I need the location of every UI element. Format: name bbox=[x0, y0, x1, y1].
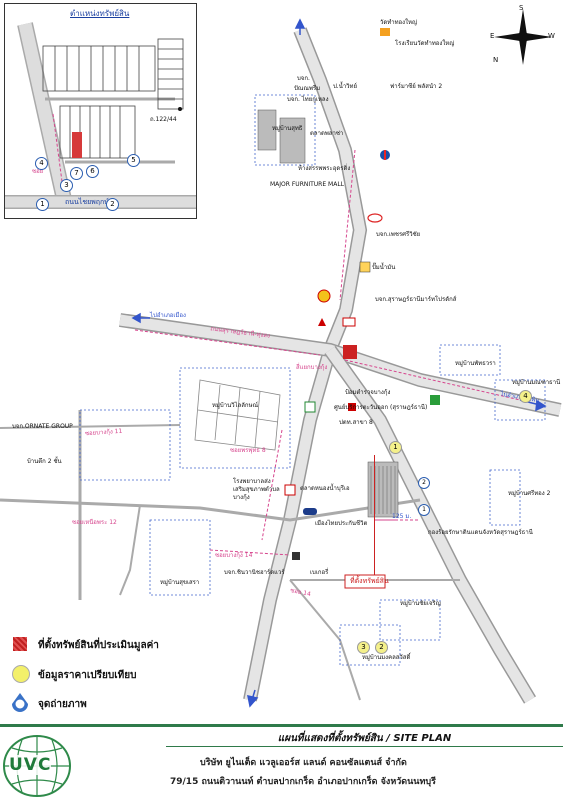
legend-comparable-swatch bbox=[12, 665, 30, 683]
legend-item-comparable: ข้อมูลราคาเปรียบเทียบ bbox=[38, 670, 137, 681]
label-ptt: ปตท.สาขา 8 bbox=[339, 419, 373, 426]
label-distance: 125 ม. bbox=[392, 513, 412, 520]
label-village-right-b: หมู่บ้านศรีทอง 2 bbox=[508, 490, 551, 497]
inset-photo-marker-4: 4 bbox=[35, 157, 48, 170]
label-village-b-center: หมู่บ้านมงคลสวัสดิ์ bbox=[362, 654, 411, 661]
label-school-bk: โรงพยาบาลส่งเสริมสุขภาพตำบลบางกุ้ง bbox=[233, 478, 280, 501]
label-supra-co: บจก.สุราษฎร์ธานีมาร์ทโปรดักส์ bbox=[375, 296, 457, 303]
label-village-right-top: หมู่บ้านพัทธวรา bbox=[455, 360, 496, 367]
label-ornate: บจก.ORNATE GROUP bbox=[12, 423, 73, 430]
label-to-left: ไปอำเภอเมือง bbox=[150, 312, 186, 319]
comparable-marker-2: 2 bbox=[375, 641, 388, 654]
comparable-marker-1: 1 bbox=[389, 441, 402, 454]
comparable-marker-3: 3 bbox=[357, 641, 370, 654]
site-plan-footer: แผนที่แสดงที่ตั้งทรัพย์สิน / SITE PLAN U… bbox=[0, 724, 563, 800]
label-company-top: บจก. bbox=[297, 75, 310, 82]
label-soi-mid: ซอยเหนือพระ 12 bbox=[72, 519, 117, 526]
label-village-right-mid: หมู่บ้านมณฑาธานี bbox=[512, 379, 561, 386]
inset-title: ตำแหน่งทรัพย์สิน bbox=[70, 9, 130, 18]
inset-soi-label: ซอย bbox=[32, 168, 44, 175]
compass-rose: N S E W bbox=[490, 5, 556, 69]
compass-s: S bbox=[519, 4, 524, 12]
location-inset-map: ตำแหน่งทรัพย์สิน ถ.122/44 ถนนไชยพฤกษ์ ซอ… bbox=[4, 3, 197, 219]
site-map bbox=[0, 18, 562, 708]
label-company-top3: บจก. ไทยกูเหลง bbox=[287, 96, 329, 103]
compass-e: E bbox=[490, 32, 495, 40]
photo-point-marker-1: 1 bbox=[418, 504, 430, 516]
label-ford: เมืองไทยประกันชีวิต bbox=[315, 520, 368, 527]
label-village-b-right: หมู่บ้านชัยเจริญ bbox=[400, 600, 441, 607]
label-wat-thong-yai: วัดทำทองใหญ่ bbox=[380, 19, 418, 26]
label-police-bk: ป้อมตำรวจบางกุ้ง bbox=[345, 389, 391, 396]
legend-item-property: ที่ตั้งทรัพย์สินที่ประเมินมูลค่า bbox=[38, 640, 159, 651]
photo-point-marker-2: 2 bbox=[418, 477, 430, 489]
label-intersection: สี่แยกบางกุ้ง bbox=[296, 364, 328, 371]
inset-lot-label: ถ.122/44 bbox=[150, 116, 177, 123]
comparable-marker-4: 4 bbox=[519, 390, 532, 403]
footer-top-rule bbox=[0, 724, 563, 727]
inset-map-drawing bbox=[5, 22, 196, 209]
label-market-plaza: ตลาดพลาซ่า bbox=[310, 130, 344, 137]
legend-photo-swatch bbox=[11, 692, 29, 712]
compass-n: N bbox=[493, 56, 499, 64]
label-police-right: กองร้อยรักษาดินแดนจังหวัดสุราษฎร์ธานี bbox=[428, 529, 533, 536]
inset-photo-marker-3: 3 bbox=[60, 179, 73, 192]
label-pharmacy: ฟาร์มาซีย์ พลัสนำ 2 bbox=[390, 83, 443, 90]
label-major-mall: MAJOR FURNITURE MALL bbox=[270, 181, 345, 188]
label-village-bottom-left: หมู่บ้านสุขเสรา bbox=[160, 579, 200, 586]
compass-icon bbox=[494, 9, 552, 65]
label-co-bottom: บจก.ชินวานิชฮาร์ดแวร์ bbox=[224, 569, 285, 576]
label-pn: ป.น้ำวิทย์ bbox=[333, 83, 358, 90]
label-village-tophouse: หมู่บ้านสุทธิ bbox=[272, 125, 303, 132]
inset-photo-marker-5: 5 bbox=[127, 154, 140, 167]
label-esso-co: บจก.เพชรศรีวิชัย bbox=[376, 231, 421, 238]
legend-property-swatch bbox=[13, 637, 27, 651]
label-gas-pump: ปั๊มน้ำมัน bbox=[372, 264, 396, 271]
photo-point-icon bbox=[12, 693, 28, 712]
compass-w: W bbox=[548, 32, 555, 40]
legend-item-photo: จุดถ่ายภาพ bbox=[38, 699, 87, 710]
inset-photo-marker-1: 1 bbox=[36, 198, 49, 211]
label-village-left: หมู่บ้านวิไลลักษณ์ bbox=[212, 402, 259, 409]
label-soi-center: ซอยบางกุ้ง 14 bbox=[215, 552, 253, 559]
label-service-center: ศูนย์บริการตะวันออก (สุราษฎร์ธานี) bbox=[334, 404, 428, 411]
label-school-wat: โรงเรียนวัดทำทองใหญ่ bbox=[395, 40, 455, 47]
inset-road-label: ถนนไชยพฤกษ์ bbox=[65, 198, 109, 206]
uvc-logo-text: UVC bbox=[9, 755, 52, 775]
inset-photo-marker-7: 7 bbox=[70, 167, 83, 180]
label-company-top2: ปัณณพรีม bbox=[294, 85, 321, 92]
label-house2: บ้านตึก 2 ชั้น bbox=[27, 458, 62, 465]
label-soi-map: ซอยพรพุทธ 8 bbox=[230, 447, 266, 454]
uvc-logo: UVC bbox=[2, 734, 72, 798]
label-mall-small: ห้างสรรพพระอุดรดิ่ง bbox=[298, 165, 351, 172]
inset-photo-marker-2: 2 bbox=[106, 198, 119, 211]
inset-photo-marker-6: 6 bbox=[86, 165, 99, 178]
site-plan-title: แผนที่แสดงที่ตั้งทรัพย์สิน / SITE PLAN bbox=[277, 733, 452, 744]
company-name: บริษัท ยูไนเต็ด แวลูเออร์ส แลนด์ คอนซัลแ… bbox=[200, 758, 407, 768]
label-bakery: เบเกอรี่ bbox=[310, 569, 329, 576]
map-legend: ที่ตั้งทรัพย์สินที่ประเมินมูลค่า ข้อมูลร… bbox=[0, 630, 300, 720]
company-address: 79/15 ถนนติวานนท์ ตำบลปากเกร็ด อำเภอปากเ… bbox=[170, 777, 436, 787]
label-property-site: ที่ตั้งทรัพย์สิน bbox=[350, 577, 389, 585]
footer-mid-rule bbox=[166, 746, 563, 747]
label-market-mid: ตลาดหนองน้ำบุรีเอ bbox=[300, 485, 350, 492]
